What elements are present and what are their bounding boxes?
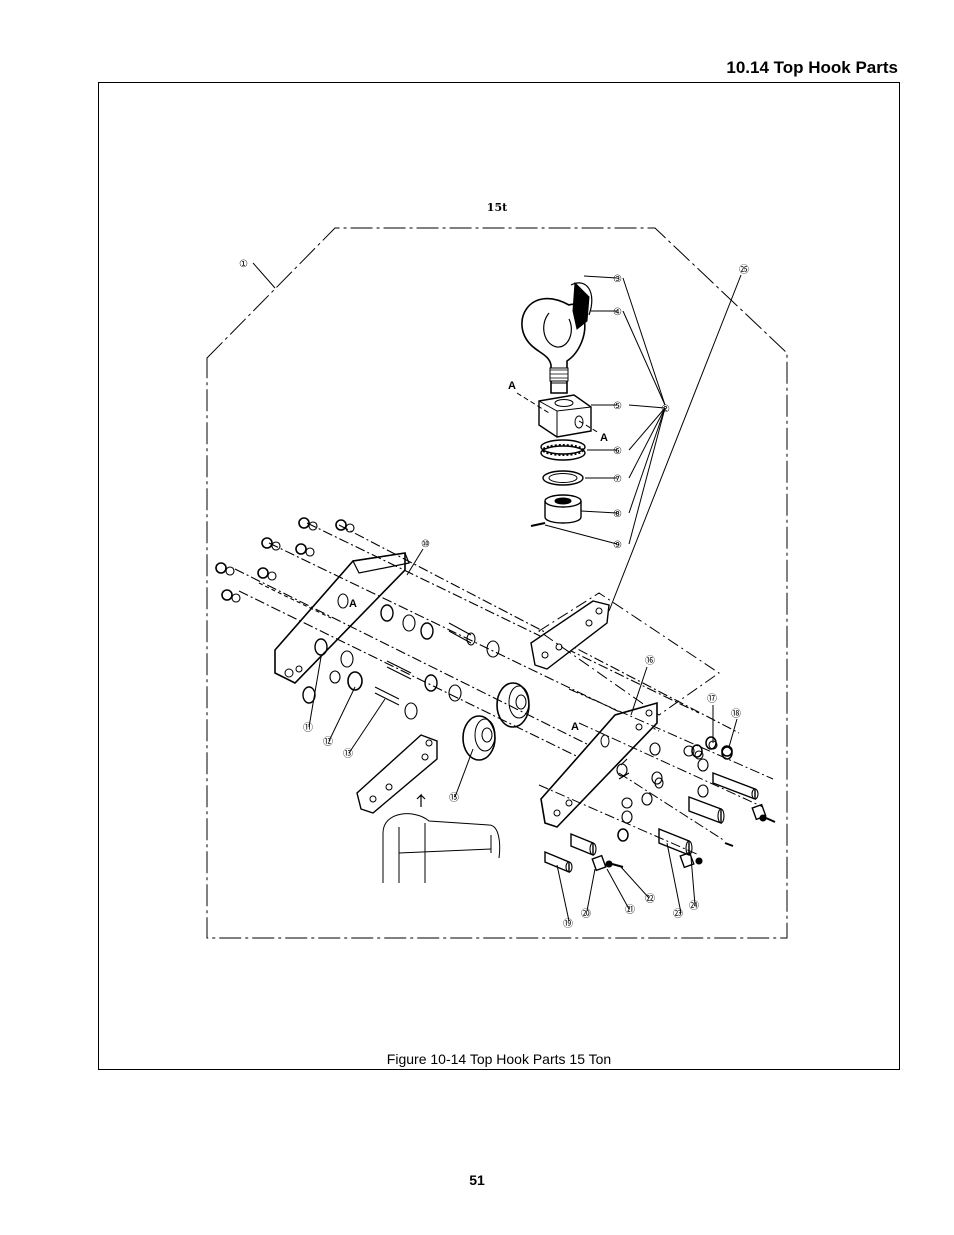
callout-2: ② bbox=[661, 404, 670, 415]
hook-assembly bbox=[521, 281, 593, 394]
callout-22: ㉒ bbox=[645, 893, 655, 905]
callout-16: ⑰ bbox=[707, 693, 717, 705]
callout-17: ⑱ bbox=[731, 708, 741, 720]
roller-group-lower bbox=[302, 670, 418, 720]
callout-24: ㉔ bbox=[689, 900, 699, 912]
callout-20: ⑳ bbox=[581, 908, 591, 920]
callout-9: ⑨ bbox=[613, 540, 622, 551]
callout-11: ⑪ bbox=[303, 722, 313, 734]
callout-5: ⑤ bbox=[613, 401, 622, 412]
mounting-bracket-upper bbox=[530, 600, 610, 670]
thrust-bearing bbox=[540, 439, 586, 461]
callout-6: ⑥ bbox=[613, 446, 622, 457]
page-number: 51 bbox=[469, 1172, 485, 1188]
motor-housing-outline bbox=[382, 813, 501, 883]
crosshead-block bbox=[538, 394, 592, 438]
section-mark-a-left-plate: A bbox=[349, 598, 357, 610]
callout-13: ⑬ bbox=[343, 748, 353, 760]
callout-10: ⑩ bbox=[421, 539, 430, 550]
right-side-plate bbox=[540, 701, 658, 828]
section-mark-a-right: A bbox=[600, 432, 608, 444]
washer-ring bbox=[542, 470, 584, 486]
section-mark-a-left: A bbox=[508, 380, 516, 392]
sheave-pair bbox=[462, 682, 530, 761]
leader-lines bbox=[252, 262, 742, 922]
callout-15: ⑮ bbox=[449, 792, 459, 804]
callout-3: ③ bbox=[613, 274, 622, 285]
right-side-components bbox=[544, 736, 776, 874]
figure-frame: 15t bbox=[98, 82, 900, 1070]
figure-caption: Figure 10-14 Top Hook Parts 15 Ton bbox=[386, 1051, 612, 1067]
callout-4: ④ bbox=[613, 307, 622, 318]
mounting-bracket-lower bbox=[356, 734, 438, 814]
roller-group-upper bbox=[380, 604, 500, 658]
up-arrow-icon bbox=[416, 793, 426, 807]
callout-23: ㉓ bbox=[673, 908, 683, 920]
lock-pin bbox=[530, 522, 546, 527]
callout-12: ⑫ bbox=[323, 736, 333, 748]
callout-21: ㉑ bbox=[625, 904, 635, 916]
callout-19: ⑲ bbox=[563, 918, 573, 930]
exploded-parts-drawing: 15t bbox=[206, 201, 788, 939]
callout-25: ㉕ bbox=[739, 264, 749, 276]
callout-1: ① bbox=[239, 259, 248, 270]
left-nut-stacks bbox=[215, 517, 355, 603]
roller-group-middle bbox=[314, 638, 462, 702]
section-title: 10.14 Top Hook Parts bbox=[726, 58, 898, 77]
assembly-boundary bbox=[206, 227, 788, 939]
section-mark-a-right-plate: A bbox=[571, 721, 579, 733]
callout-18: ⑯ bbox=[645, 655, 655, 667]
callout-8: ⑧ bbox=[613, 509, 622, 520]
hook-nut bbox=[544, 494, 582, 524]
variant-label: 15t bbox=[487, 201, 508, 214]
callout-7: ⑦ bbox=[613, 474, 622, 485]
